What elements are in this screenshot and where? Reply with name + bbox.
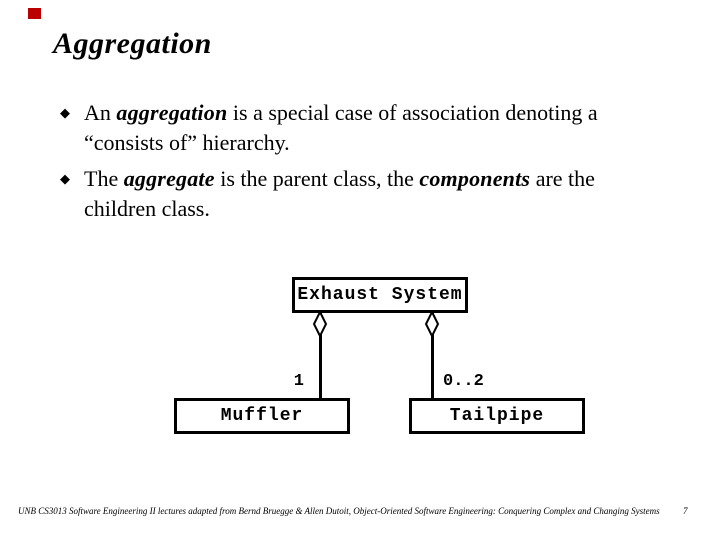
class-name: Tailpipe: [449, 406, 545, 426]
bullet-text: An aggregation is a special case of asso…: [84, 100, 598, 155]
aggregation-diamond-icon: [312, 310, 328, 338]
multiplicity-label-tailpipe: 0..2: [443, 372, 484, 391]
diamond-bullet-icon: ◆: [60, 172, 70, 187]
connector-line-tailpipe: [431, 312, 434, 398]
page-number: 7: [683, 506, 688, 516]
aggregation-diamond-icon: [424, 310, 440, 338]
bullet-text: The aggregate is the parent class, the c…: [84, 166, 595, 221]
class-box-tailpipe: Tailpipe: [409, 398, 585, 434]
class-box-muffler: Muffler: [174, 398, 350, 434]
bullet-list: ◆ An aggregation is a special case of as…: [58, 98, 648, 230]
connector-line-muffler: [319, 312, 322, 398]
footer-credit: UNB CS3013 Software Engineering II lectu…: [18, 506, 660, 516]
bullet-item: ◆ The aggregate is the parent class, the…: [58, 164, 648, 224]
class-name: Muffler: [220, 406, 304, 426]
slide-title: Aggregation: [53, 27, 212, 60]
bullet-item: ◆ An aggregation is a special case of as…: [58, 98, 648, 158]
red-corner-marker: [28, 8, 41, 19]
class-box-exhaust-system: Exhaust System: [292, 277, 468, 313]
multiplicity-label-muffler: 1: [293, 372, 304, 391]
class-name: Exhaust System: [297, 285, 463, 305]
diamond-bullet-icon: ◆: [60, 106, 70, 121]
